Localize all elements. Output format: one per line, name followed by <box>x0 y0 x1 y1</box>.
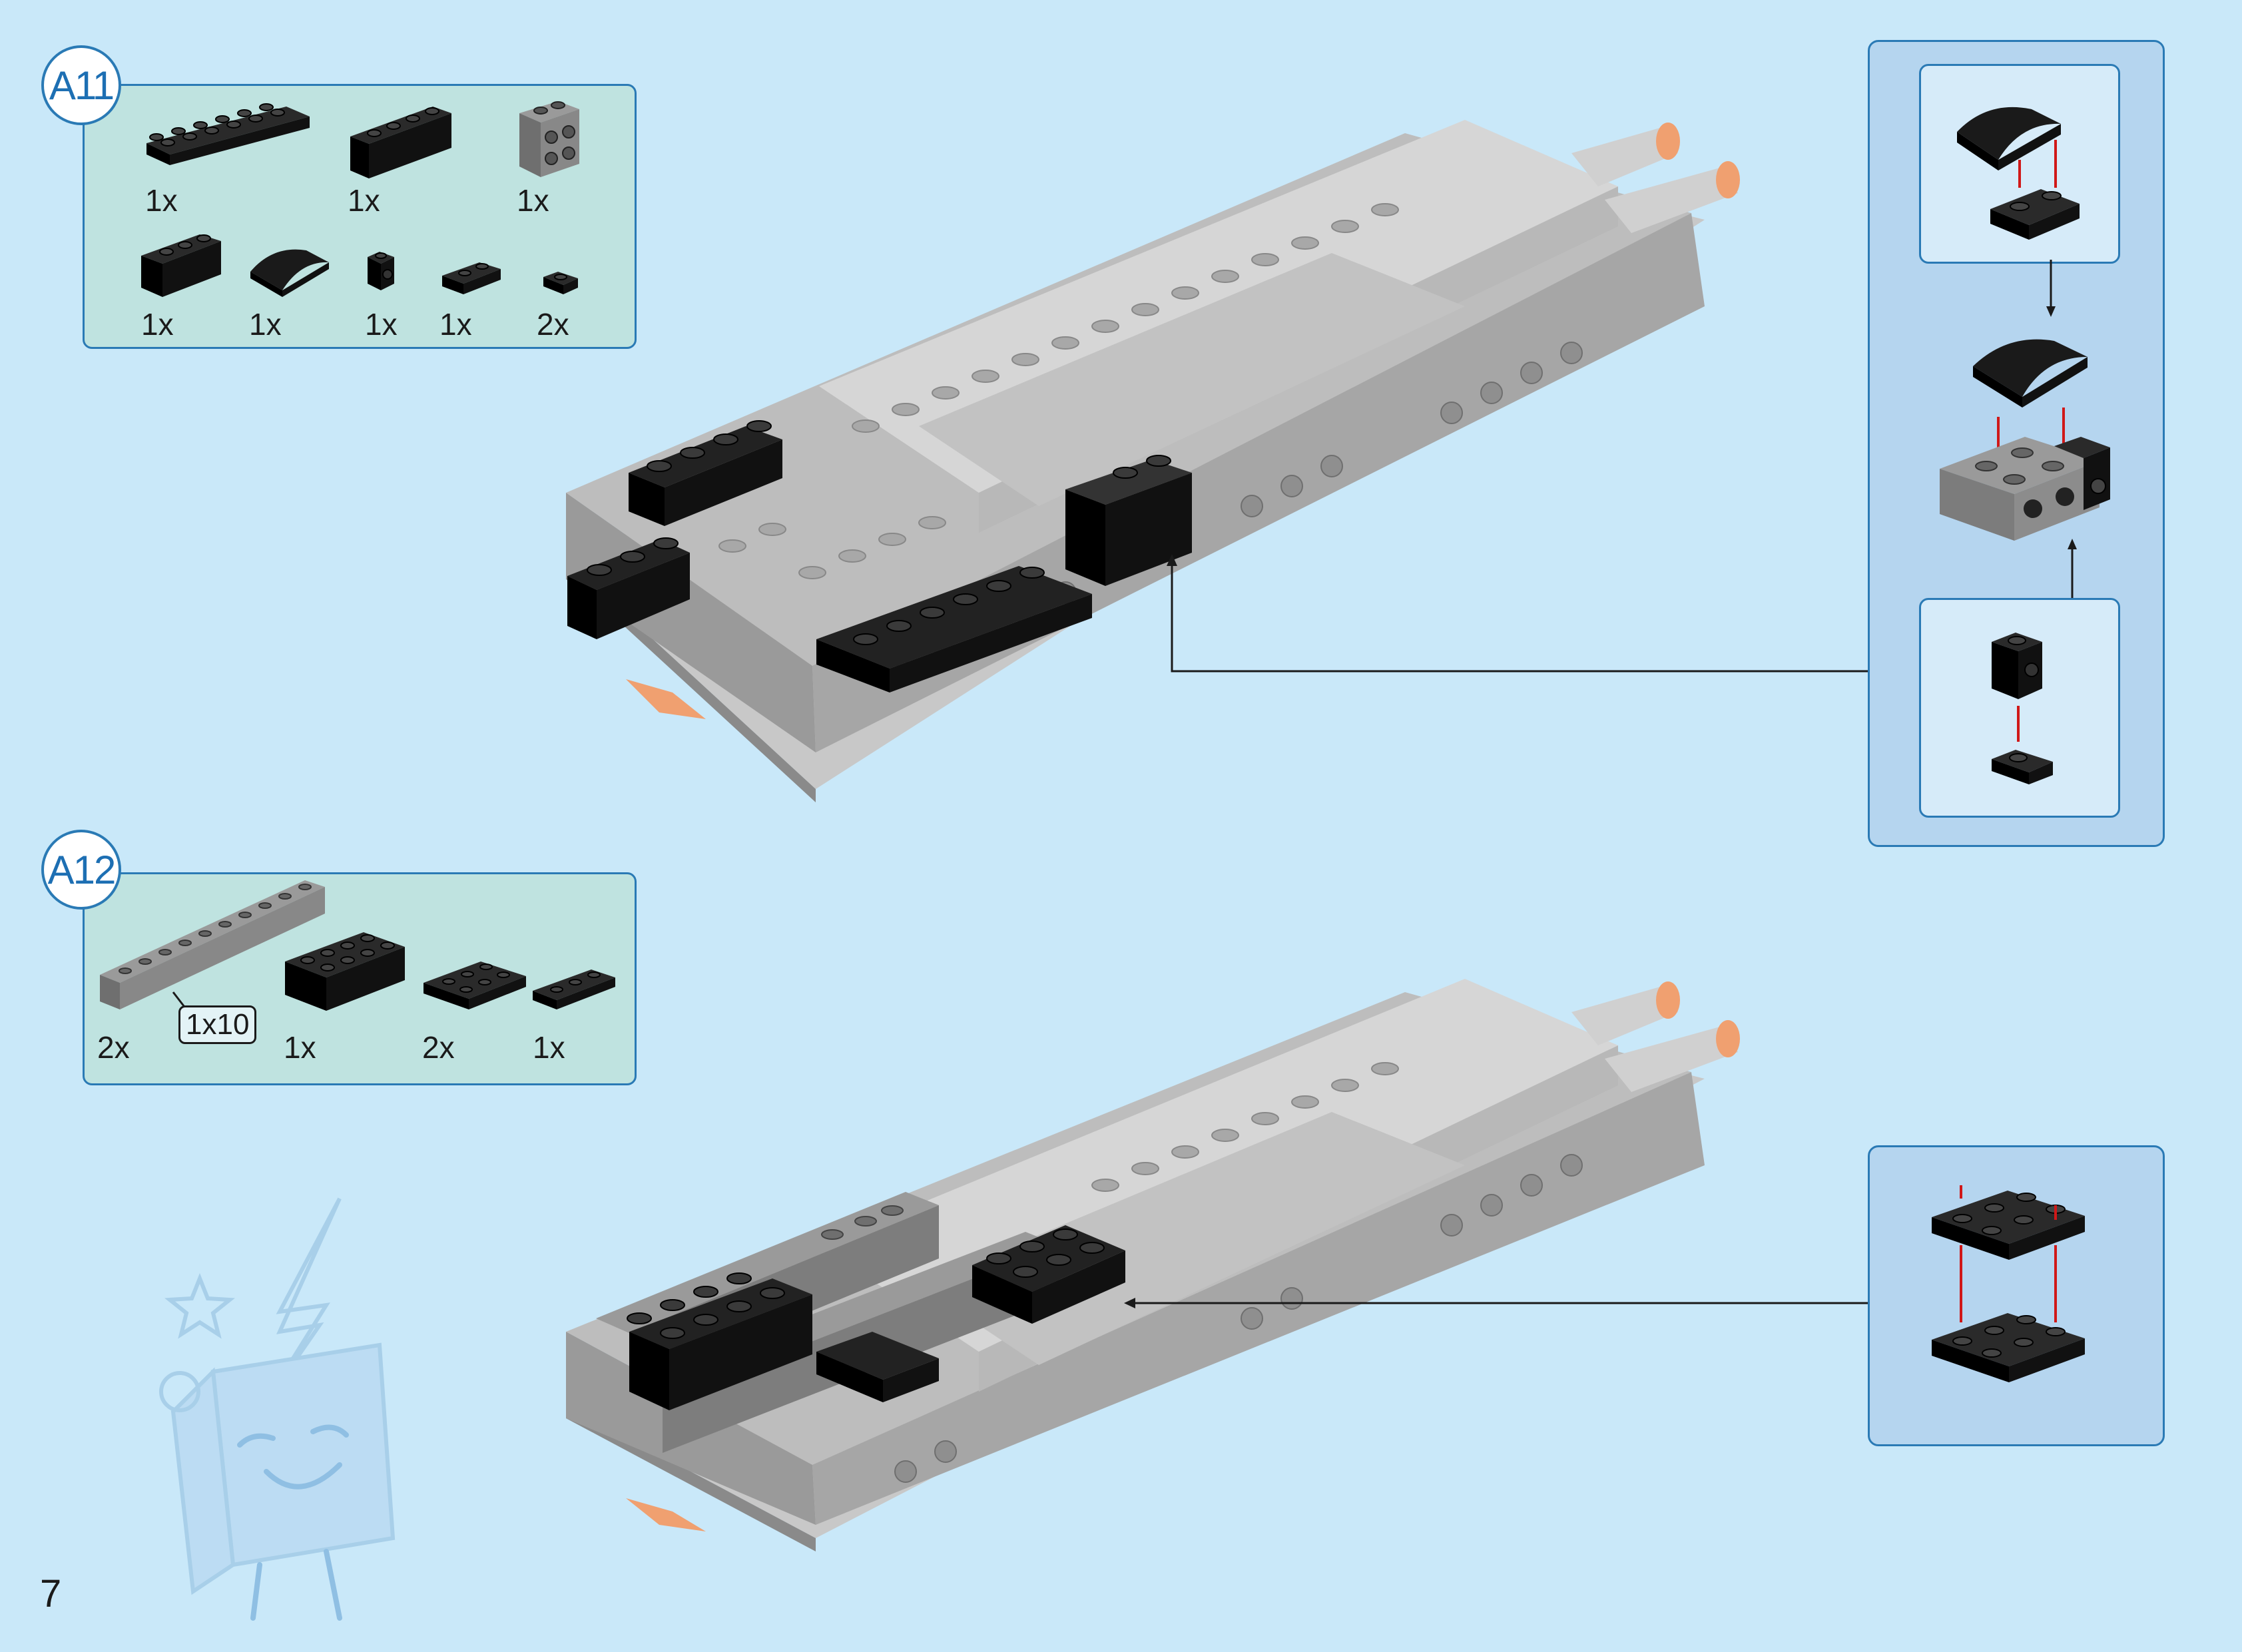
gray-brick-2x2-side-studs-icon <box>1940 437 2100 541</box>
black-plate-2x3-icon <box>1932 1191 2085 1260</box>
part-qty: 1x <box>533 1030 565 1065</box>
subassembly-diagram-a12 <box>1932 1185 2085 1382</box>
black-plate-1x3-icon <box>533 969 615 1009</box>
black-curved-slope-icon <box>1973 339 2088 408</box>
black-plate-1x1-icon <box>543 272 578 294</box>
part-qty: 1x <box>249 307 282 342</box>
part-qty: 2x <box>97 1030 130 1065</box>
black-curved-slope-icon <box>250 249 329 297</box>
black-brick-1x3-icon <box>141 234 221 297</box>
spaceship-model-step-a11 <box>566 120 1868 802</box>
part-qty: 1x <box>141 307 174 342</box>
black-plate-2x6-icon <box>146 103 310 165</box>
black-curved-slope-icon <box>1957 107 2061 170</box>
page-number: 7 <box>40 1572 62 1615</box>
part-qty: 1x <box>439 307 472 342</box>
mascot-watermark <box>159 1197 396 1621</box>
star-icon <box>164 1272 235 1339</box>
black-brick-2x4-icon <box>285 932 405 1011</box>
black-plate-1x1-icon <box>1992 750 2053 784</box>
black-brick-1x4-icon <box>350 107 451 178</box>
part-icons-a11 <box>141 101 579 297</box>
black-plate-1x2-icon <box>442 262 501 294</box>
engine-nozzle-icon <box>1571 123 1740 233</box>
part-icons-a12 <box>100 880 615 1011</box>
subassembly-diagram-a11 <box>1940 107 2110 784</box>
black-brick-1x1-side-stud-icon <box>368 252 394 290</box>
part-qty: 1x <box>145 183 178 218</box>
part-qty: 1x <box>284 1030 316 1065</box>
gray-brick-1x10-icon <box>100 880 325 1010</box>
black-plate-2x3-icon <box>423 962 526 1009</box>
black-brick-1x1-side-stud-icon <box>1992 633 2042 699</box>
part-qty: 2x <box>422 1030 455 1065</box>
part-qty: 1x <box>365 307 398 342</box>
engine-nozzle-icon <box>1571 981 1740 1092</box>
black-plate-2x3-icon <box>1932 1313 2085 1382</box>
black-plate-1x2-icon <box>2054 437 2110 510</box>
step-label-a11: A11 <box>41 45 121 125</box>
step-label-a12: A12 <box>41 830 121 910</box>
part-qty: 1x <box>517 183 549 218</box>
new-black-bricks <box>567 426 1192 692</box>
black-plate-1x2-icon <box>1990 189 2080 240</box>
spaceship-model-step-a12 <box>566 979 1868 1551</box>
part-qty: 1x <box>348 183 380 218</box>
part-qty: 2x <box>537 307 569 342</box>
box-character-icon <box>159 1342 396 1595</box>
size-tag-1x10: 1x10 <box>178 1005 257 1044</box>
gray-brick-2x2-side-studs-icon <box>519 101 579 177</box>
